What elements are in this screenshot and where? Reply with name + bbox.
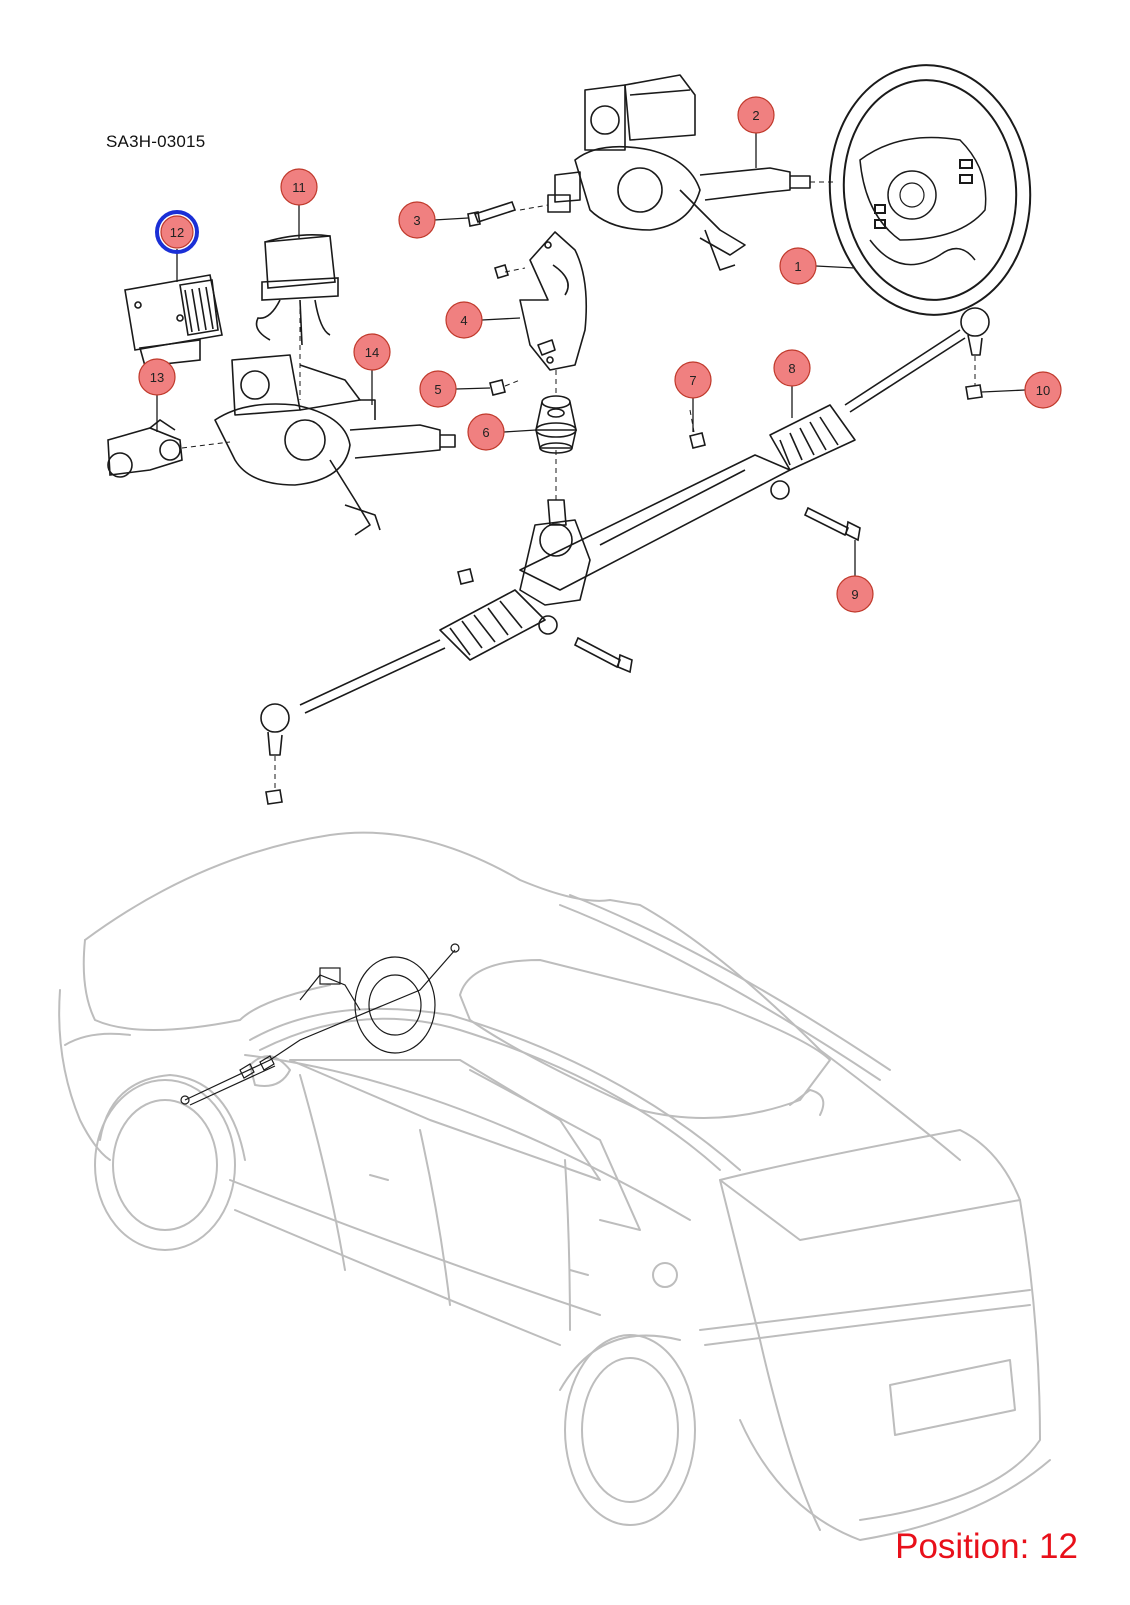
callout-6-label: 6 — [482, 425, 489, 440]
callout-12-label: 12 — [170, 225, 184, 240]
position-label: Position: 12 — [895, 1527, 1078, 1566]
callout-2-label: 2 — [752, 108, 759, 123]
callout-6[interactable]: 6 — [467, 413, 505, 451]
callout-leaders — [156, 132, 1026, 576]
alignment-lines — [181, 181, 976, 790]
steering-column-assy-icon — [214, 354, 456, 536]
callout-3-label: 3 — [413, 213, 420, 228]
ecu-module-icon — [124, 274, 223, 367]
callout-5[interactable]: 5 — [419, 370, 457, 408]
callout-9[interactable]: 9 — [836, 575, 874, 613]
callout-10[interactable]: 10 — [1024, 371, 1062, 409]
callout-1[interactable]: 1 — [779, 247, 817, 285]
callout-14[interactable]: 14 — [353, 333, 391, 371]
column-boot-seal-icon — [535, 395, 577, 454]
diagram-code: SA3H-03015 — [106, 132, 206, 151]
intermediate-shaft-icon — [107, 419, 183, 478]
callout-11[interactable]: 11 — [280, 168, 318, 206]
callouts: 1 2 3 4 5 6 7 8 — [138, 96, 1062, 613]
callout-4[interactable]: 4 — [445, 301, 483, 339]
callout-10-label: 10 — [1036, 383, 1050, 398]
callout-8[interactable]: 8 — [773, 349, 811, 387]
fasteners-icon — [265, 201, 983, 805]
motor-icon — [255, 234, 339, 346]
callout-11-label: 11 — [292, 180, 306, 195]
callout-5-label: 5 — [434, 382, 441, 397]
steering-system-in-vehicle-icon — [180, 943, 460, 1106]
callout-14-label: 14 — [365, 345, 379, 360]
callout-7[interactable]: 7 — [674, 361, 712, 399]
steering-rack-icon — [260, 307, 990, 756]
callout-4-label: 4 — [460, 313, 467, 328]
dash-bracket-icon — [519, 231, 587, 371]
vehicle-outline-icon — [58, 831, 1051, 1541]
callout-3[interactable]: 3 — [398, 201, 436, 239]
callout-2[interactable]: 2 — [737, 96, 775, 134]
callout-12[interactable]: 12 — [155, 210, 199, 254]
callout-8-label: 8 — [788, 361, 795, 376]
callout-13[interactable]: 13 — [138, 358, 176, 396]
callout-7-label: 7 — [689, 373, 696, 388]
steering-wheel-icon — [828, 64, 1032, 316]
callout-9-label: 9 — [851, 587, 858, 602]
callout-1-label: 1 — [794, 259, 801, 274]
callout-13-label: 13 — [150, 370, 164, 385]
